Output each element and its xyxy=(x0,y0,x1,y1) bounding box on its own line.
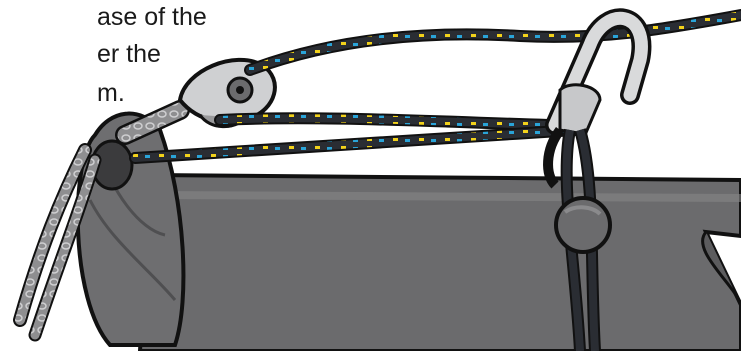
rope-lower xyxy=(129,124,581,164)
rope-top xyxy=(244,9,741,76)
caption-line-3: m. xyxy=(97,79,125,107)
caption-line-2: er the xyxy=(97,40,161,68)
rope-tail xyxy=(13,143,102,342)
boom-spar xyxy=(137,172,741,351)
end-cap xyxy=(75,111,186,347)
caption-line-1: ase of the xyxy=(97,3,207,31)
shackle-chain xyxy=(115,100,190,145)
rope-middle xyxy=(214,112,586,132)
stopper-ball xyxy=(554,196,612,254)
hook xyxy=(545,8,652,137)
